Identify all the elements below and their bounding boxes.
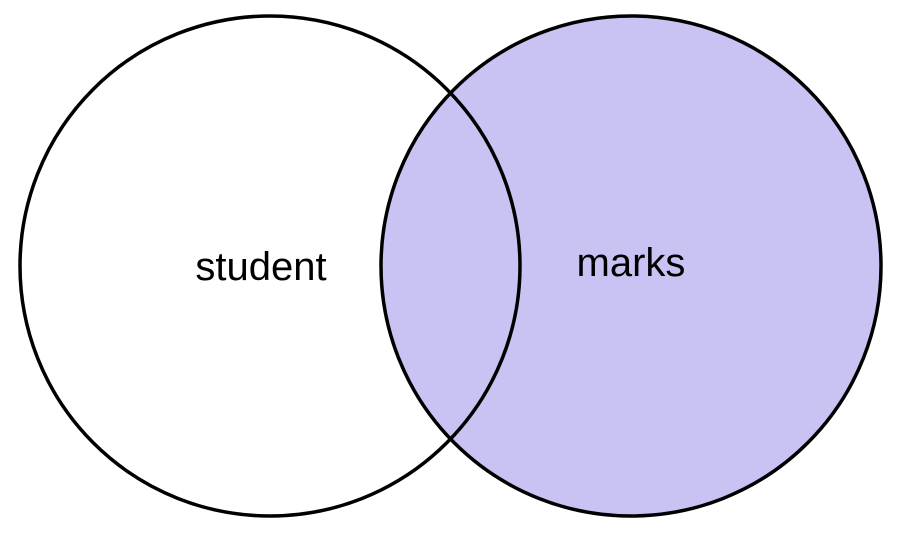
marks-set-circle [379,14,883,518]
student-set-label: student [195,245,326,289]
student-set-circle [18,14,522,518]
marks-set-fill [381,16,881,516]
marks-set-label: marks [577,241,686,285]
